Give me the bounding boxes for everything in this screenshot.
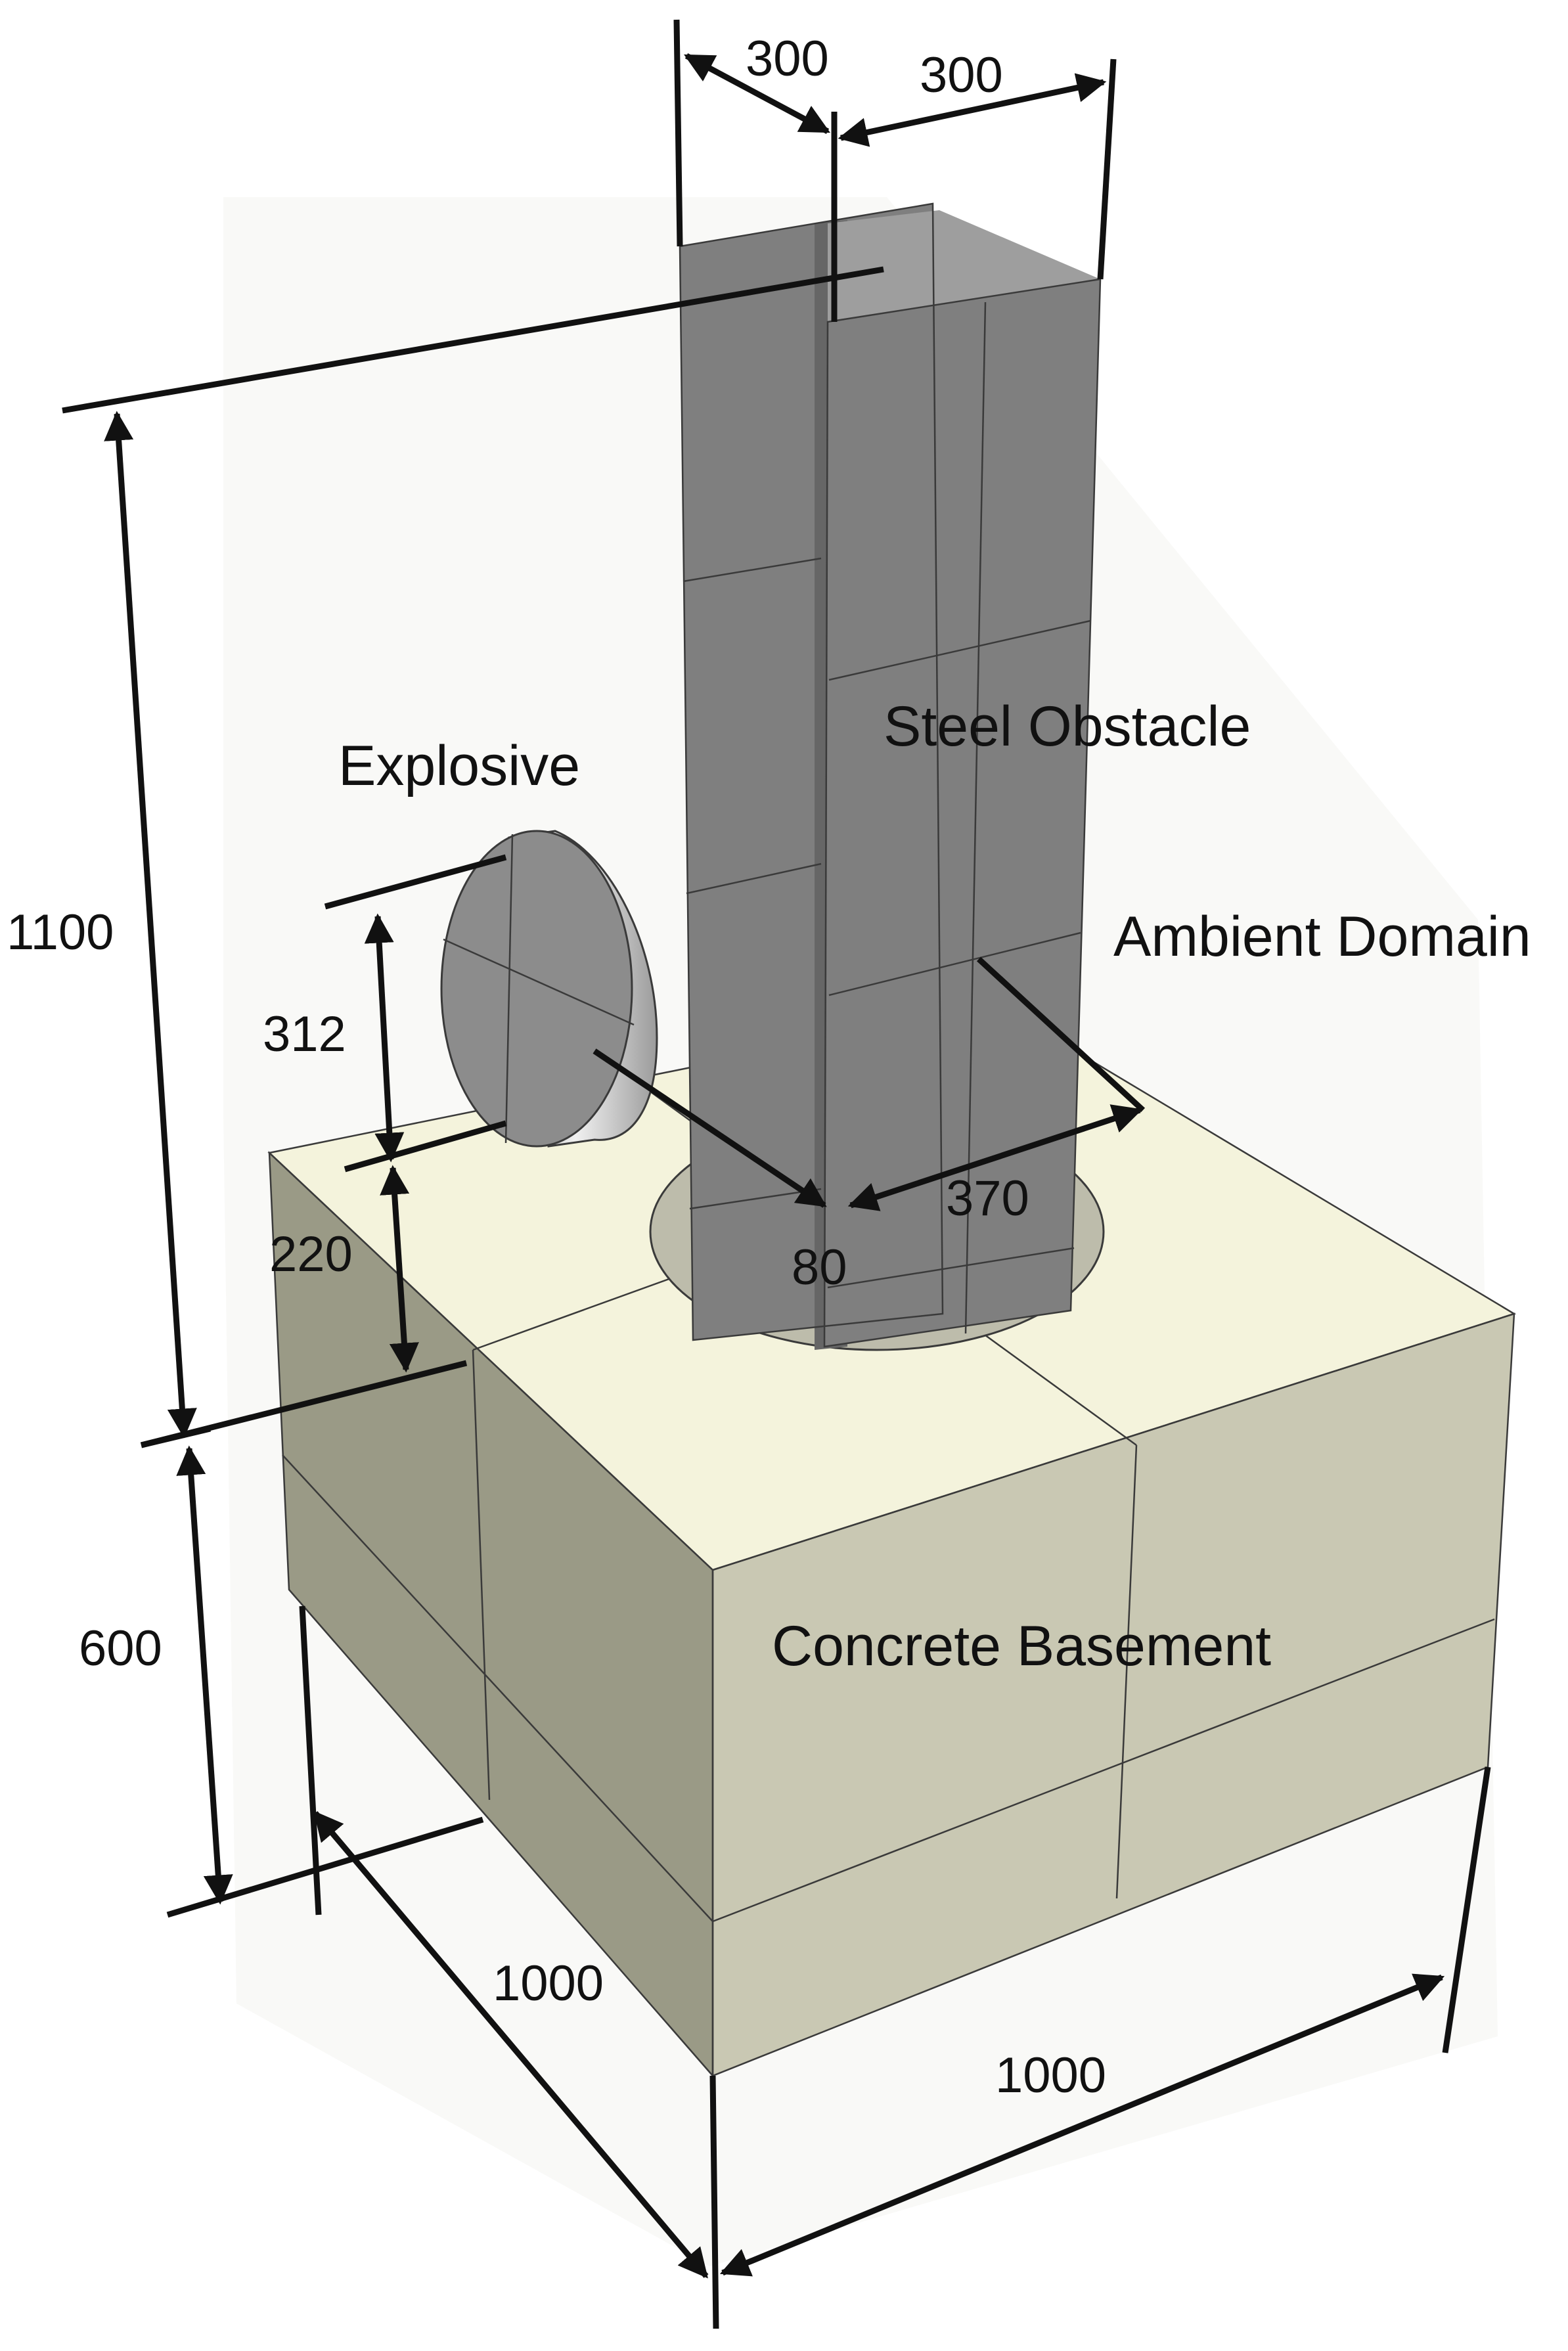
dim-charge-diameter: 312 <box>263 1006 346 1062</box>
column-top-cap <box>828 210 1100 322</box>
dim-flange-left: 300 <box>746 31 829 87</box>
label-explosive: Explosive <box>338 734 580 797</box>
label-concrete-basement: Concrete Basement <box>772 1615 1271 1678</box>
dim-charge-height: 220 <box>269 1226 353 1282</box>
dimension-lines <box>62 19 1491 2329</box>
dim-basement-depth: 1000 <box>493 1956 604 2011</box>
dim-flange-right: 300 <box>920 47 1003 103</box>
dim-basement-height: 600 <box>79 1621 162 1676</box>
dim-basement-width: 1000 <box>995 2048 1106 2103</box>
label-steel-obstacle: Steel Obstacle <box>884 695 1251 758</box>
dim-charge-thickness: 80 <box>792 1240 847 1295</box>
basement-front-face <box>713 1314 1514 2076</box>
dim-standoff: 370 <box>946 1171 1029 1226</box>
explosive-face <box>440 830 633 1148</box>
dim-column-height: 1100 <box>7 905 114 960</box>
label-ambient-domain: Ambient Domain <box>1113 905 1531 968</box>
steel-obstacle <box>679 202 1102 1350</box>
column-front-flange <box>824 279 1100 1347</box>
